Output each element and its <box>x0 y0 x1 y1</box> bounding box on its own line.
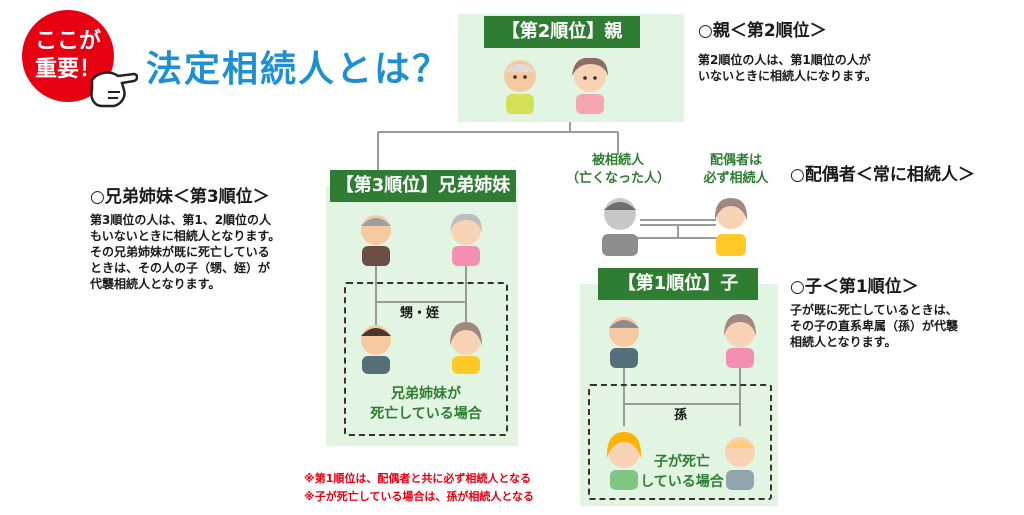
children-desc-line: 子が既に死亡しているときは、 <box>790 303 958 317</box>
children-deceased-box <box>588 384 772 500</box>
couple-illustration <box>602 198 748 256</box>
sister-icon <box>450 213 482 266</box>
page-title: 法定相続人とは？ <box>146 49 451 90</box>
siblings-case-label: 兄弟姉妹が 死亡している場合 <box>356 384 496 424</box>
son-icon <box>609 317 639 368</box>
case-line: 子が死亡 <box>654 454 710 470</box>
spouse-label-line: 必ず相続人 <box>703 171 769 186</box>
case-line: 兄弟姉妹が <box>391 386 461 402</box>
father-icon <box>504 60 536 114</box>
parents-desc-line: 第2順位の人は、第1順位の人が <box>698 53 871 67</box>
children-header: 【第1順位】子 <box>598 268 758 300</box>
nephew-niece-label: 甥・姪 <box>400 306 440 321</box>
case-line: している場合 <box>640 474 724 490</box>
badge-line-1: ここが <box>34 29 101 54</box>
pointing-hand-icon <box>90 71 138 108</box>
siblings-desc-line: もいないときに相続人となります。 <box>90 229 281 243</box>
children-illustration <box>606 314 756 490</box>
parents-desc-line: いないときに相続人になります。 <box>698 69 877 83</box>
deceased-label-line: （亡くなった人） <box>566 171 671 186</box>
children-case-label: 子が死亡 している場合 <box>634 452 730 492</box>
niece-icon <box>450 322 482 374</box>
siblings-desc-line: 代襲相続人となります。 <box>90 277 221 291</box>
children-desc-line: その子の直系卑属（孫）が代襲 <box>790 319 959 333</box>
grandchild-boy-icon <box>725 437 755 490</box>
siblings-header: 【第3順位】兄弟姉妹 <box>330 170 516 202</box>
note-first-order: ※第1順位は、配偶者と共に必ず相続人となる <box>304 472 532 485</box>
spouse-label: 配偶者は 必ず相続人 <box>688 152 784 188</box>
mother-icon <box>572 57 608 114</box>
grandchild-label: 孫 <box>674 408 688 423</box>
children-desc: 子が既に死亡しているときは、 その子の直系卑属（孫）が代襲 相続人となります。 <box>790 302 958 350</box>
deceased-label: 被相続人 （亡くなった人） <box>566 152 670 188</box>
daughter-icon <box>724 314 756 368</box>
children-desc-title: ○子＜第1順位＞ <box>790 277 919 297</box>
siblings-panel <box>326 186 518 446</box>
parents-desc-title: ○親＜第2順位＞ <box>698 21 827 41</box>
deceased-person-icon <box>602 198 638 256</box>
grandchild-girl-icon <box>606 432 642 490</box>
deceased-label-line: 被相続人 <box>591 153 644 168</box>
case-line: 死亡している場合 <box>370 406 482 422</box>
spouse-person-icon <box>714 198 748 256</box>
siblings-desc-line: 第3順位の人は、第1、2順位の人 <box>90 213 272 227</box>
siblings-desc: 第3順位の人は、第1、2順位の人 もいないときに相続人となります。 その兄弟姉妹… <box>90 212 280 292</box>
siblings-desc-line: ときは、その人の子（甥、姪）が <box>90 261 271 275</box>
spouse-label-line: 配偶者は <box>709 153 762 168</box>
parents-desc: 第2順位の人は、第1順位の人が いないときに相続人になります。 <box>698 52 877 84</box>
siblings-desc-title: ○兄弟姉妹＜第3順位＞ <box>90 187 270 207</box>
parents-illustration <box>504 57 608 114</box>
spouse-desc-title: ○配偶者＜常に相続人＞ <box>790 165 975 185</box>
siblings-illustration <box>361 213 482 374</box>
children-desc-line: 相続人となります。 <box>790 335 897 349</box>
siblings-deceased-box <box>344 282 508 436</box>
brother-icon <box>361 215 391 266</box>
badge-line-2: 重要！ <box>34 57 101 82</box>
siblings-desc-line: その兄弟姉妹が既に死亡している <box>90 245 270 259</box>
note-grandchild: ※子が死亡している場合は、孫が相続人となる <box>304 490 535 503</box>
parents-header: 【第2順位】親 <box>484 16 640 48</box>
nephew-icon <box>361 325 391 374</box>
